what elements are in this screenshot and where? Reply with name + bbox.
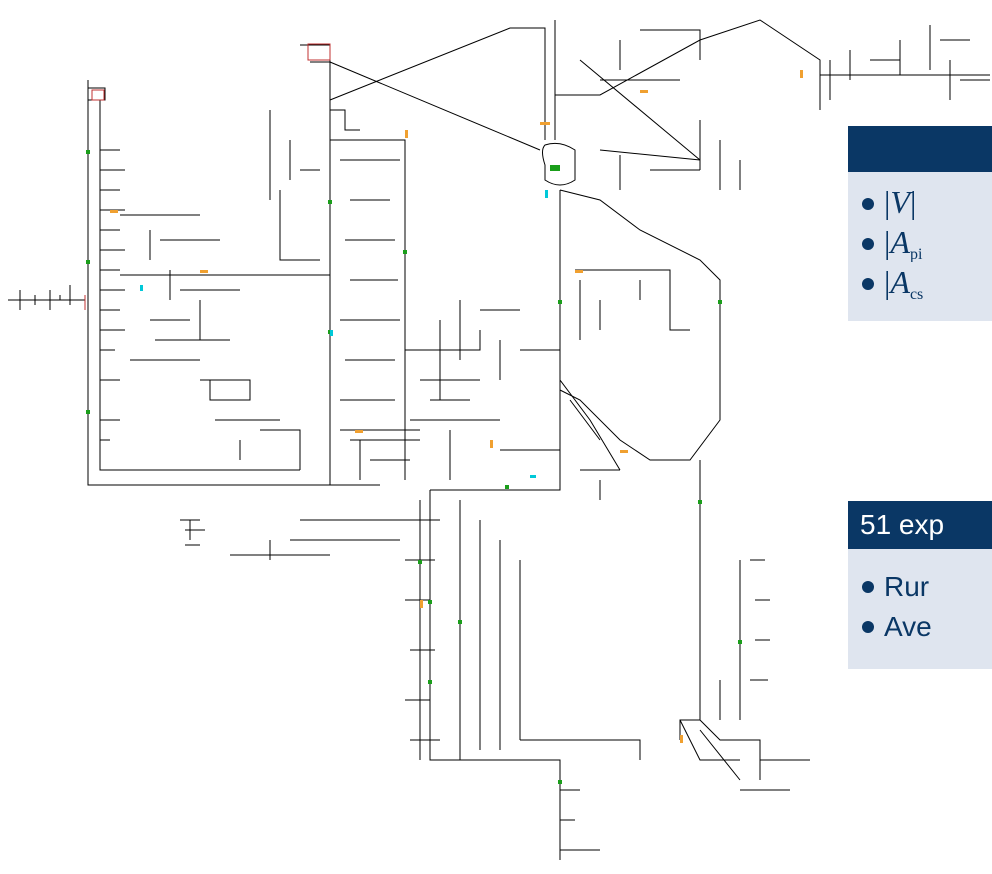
experiments-body: Rur Ave xyxy=(848,549,992,669)
pipe-network xyxy=(8,20,990,860)
stat-item-compressors: |Acs xyxy=(862,262,992,302)
valve-markers xyxy=(86,150,742,784)
experiments-block: 51 exp Rur Ave xyxy=(848,501,992,669)
bullet-icon xyxy=(862,581,874,593)
network-stats-block: |V| |Api |Acs xyxy=(848,126,992,321)
experiment-item-label: Rur xyxy=(884,571,929,602)
bullet-icon xyxy=(862,278,874,290)
short-pipe-markers xyxy=(140,190,548,478)
bullet-icon xyxy=(862,198,874,210)
experiment-item-average: Ave xyxy=(862,607,992,647)
stat-subscript: pi xyxy=(910,246,922,262)
resistor-markers xyxy=(110,70,803,743)
bullet-icon xyxy=(862,238,874,250)
experiments-header: 51 exp xyxy=(848,501,992,549)
stat-symbol: A xyxy=(890,224,910,260)
experiment-item-runtime: Rur xyxy=(862,567,992,607)
network-stats-header xyxy=(848,126,992,172)
experiment-item-label: Ave xyxy=(884,611,932,642)
stat-symbol: A xyxy=(890,264,910,300)
stat-item-nodes: |V| xyxy=(862,182,992,222)
stat-subscript: cs xyxy=(910,286,923,302)
stat-item-pipes: |Api xyxy=(862,222,992,262)
network-stats-body: |V| |Api |Acs xyxy=(848,172,992,321)
bullet-icon xyxy=(862,621,874,633)
stat-symbol: V xyxy=(890,184,910,220)
